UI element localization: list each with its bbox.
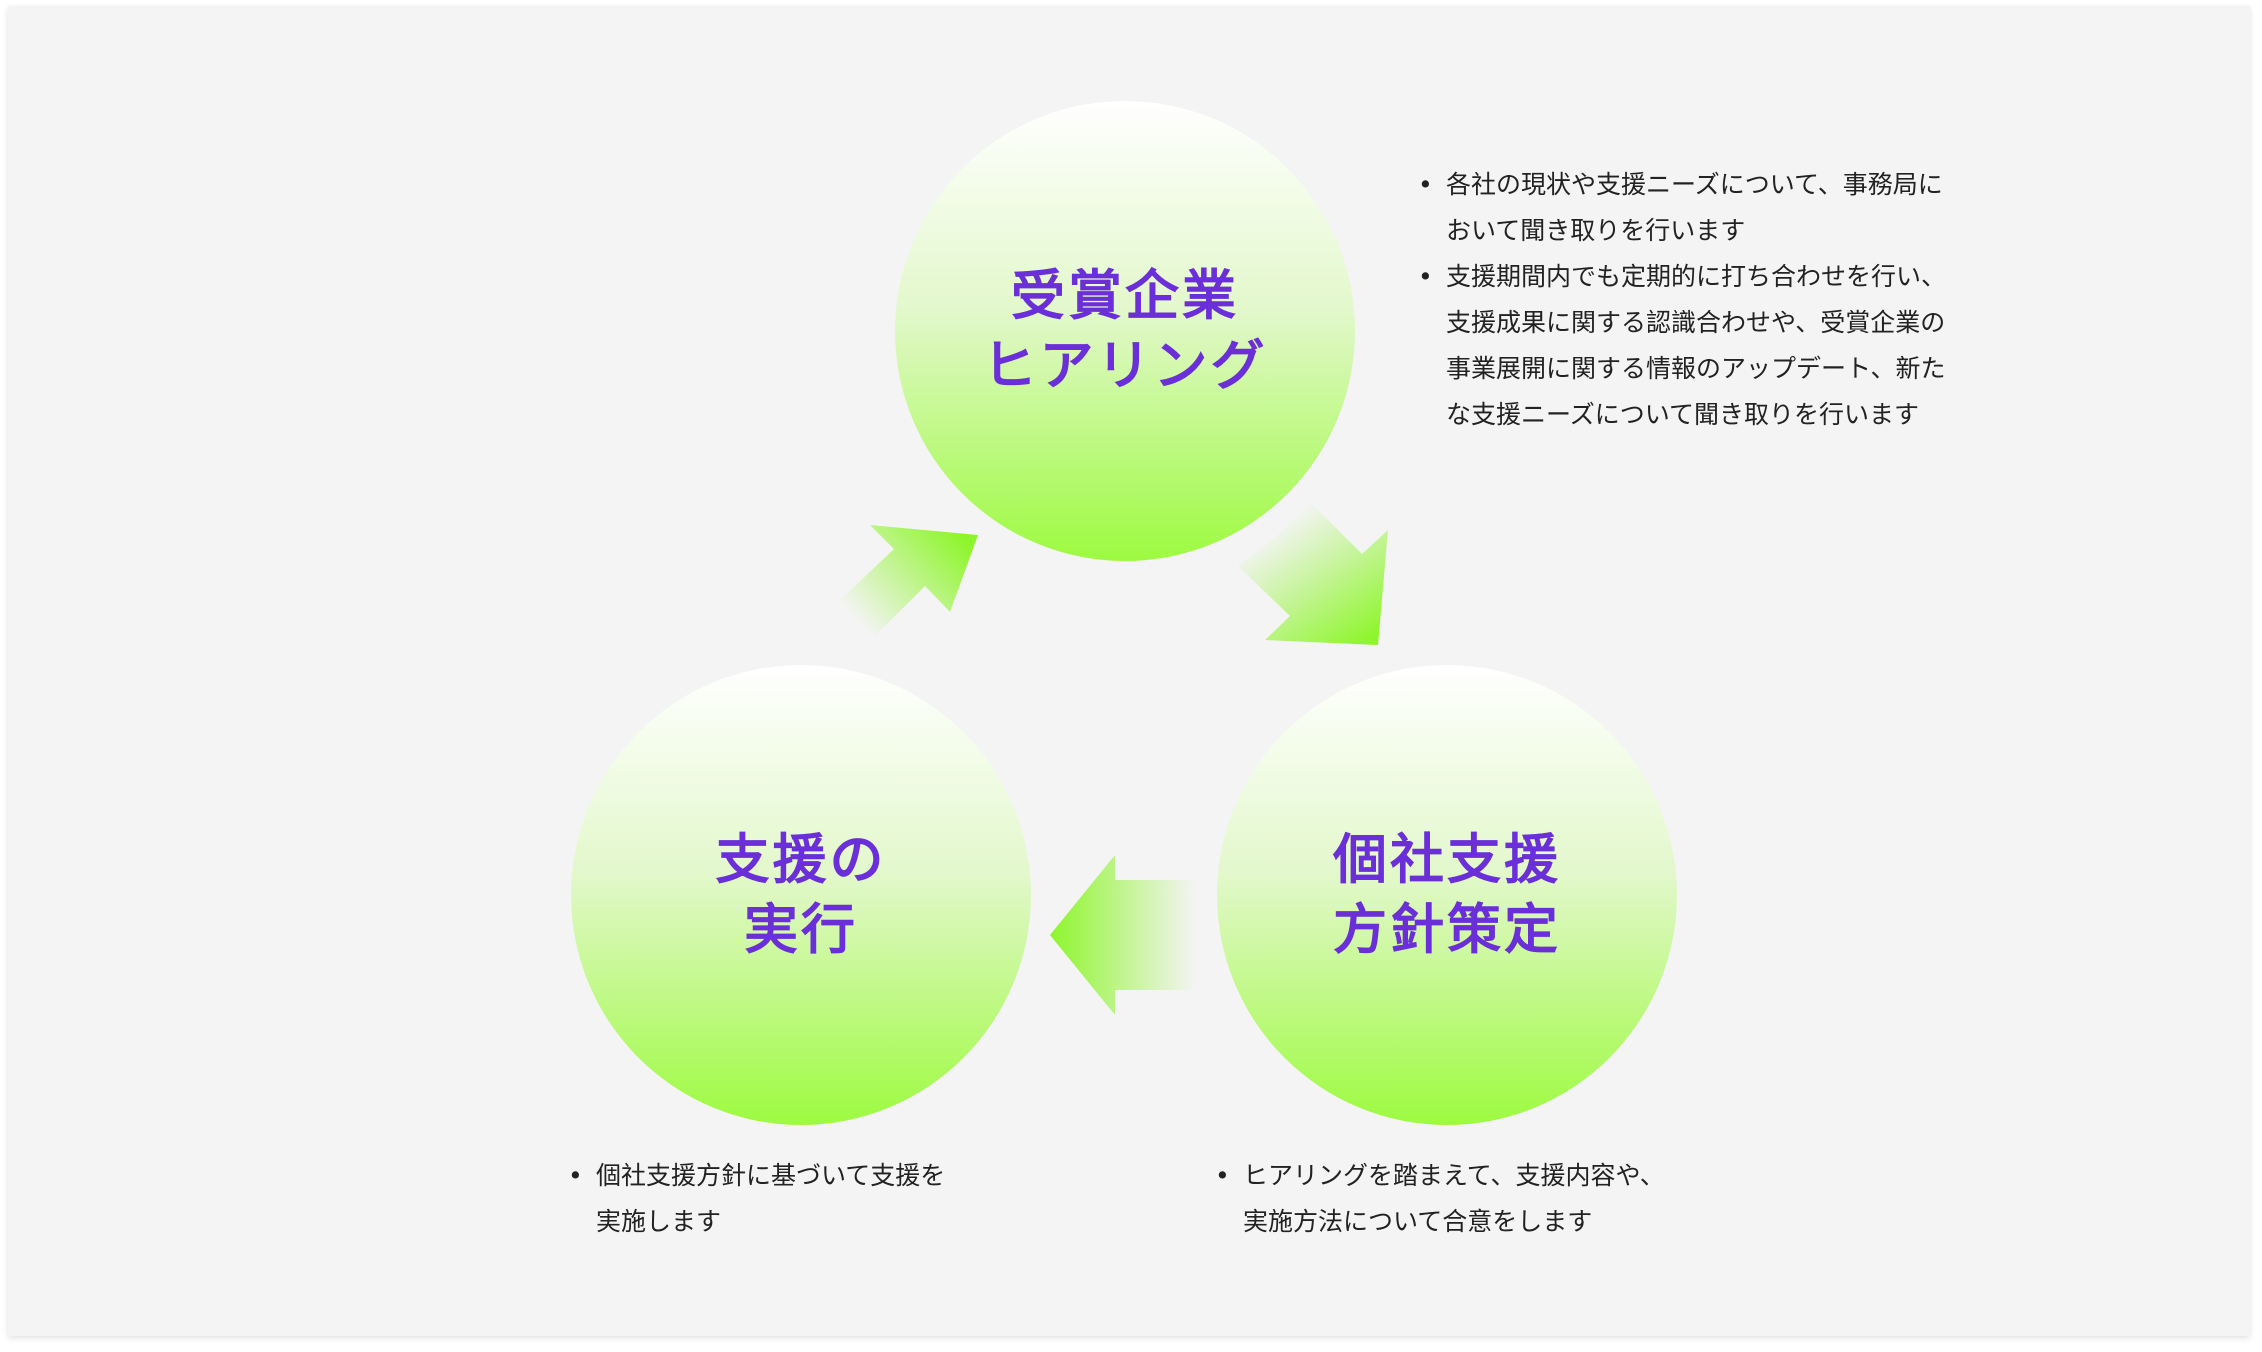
- note-text: 個社支援方針に基づいて支援を 実施します: [596, 1161, 946, 1236]
- node-policy: 個社支援 方針策定: [1217, 665, 1677, 1125]
- node-execution: 支援の 実行: [571, 665, 1031, 1125]
- note-item: 支援期間内でも定期的に打ち合わせを行い、 支援成果に関する認識合わせや、受賞企業…: [1418, 254, 2018, 438]
- notes-policy: ヒアリングを踏まえて、支援内容や、 実施方法について合意をします: [1215, 1153, 1815, 1245]
- notes-hearing: 各社の現状や支援ニーズについて、事務局に おいて聞き取りを行います 支援期間内で…: [1418, 162, 2018, 438]
- note-item: 個社支援方針に基づいて支援を 実施します: [568, 1153, 1168, 1245]
- note-item: ヒアリングを踏まえて、支援内容や、 実施方法について合意をします: [1215, 1153, 1815, 1245]
- node-policy-title-line2: 方針策定: [1333, 898, 1561, 961]
- node-policy-title-line1: 個社支援: [1333, 828, 1561, 891]
- node-execution-title-line2: 実行: [744, 898, 858, 961]
- notes-execution: 個社支援方針に基づいて支援を 実施します: [568, 1153, 1168, 1245]
- node-execution-title-line1: 支援の: [715, 828, 887, 891]
- note-text: ヒアリングを踏まえて、支援内容や、 実施方法について合意をします: [1243, 1161, 1665, 1236]
- node-hearing: 受賞企業 ヒアリング: [895, 101, 1355, 561]
- node-hearing-title-line1: 受賞企業: [1011, 264, 1239, 327]
- note-item: 各社の現状や支援ニーズについて、事務局に おいて聞き取りを行います: [1418, 162, 2018, 254]
- note-text: 支援期間内でも定期的に打ち合わせを行い、 支援成果に関する認識合わせや、受賞企業…: [1446, 262, 1947, 429]
- arrow-execution-to-hearing: [840, 525, 978, 636]
- node-hearing-title-line2: ヒアリング: [982, 334, 1268, 397]
- note-text: 各社の現状や支援ニーズについて、事務局に おいて聞き取りを行います: [1446, 170, 1943, 245]
- arrow-policy-to-execution: [1050, 855, 1195, 1015]
- arrow-hearing-to-policy: [1238, 502, 1388, 645]
